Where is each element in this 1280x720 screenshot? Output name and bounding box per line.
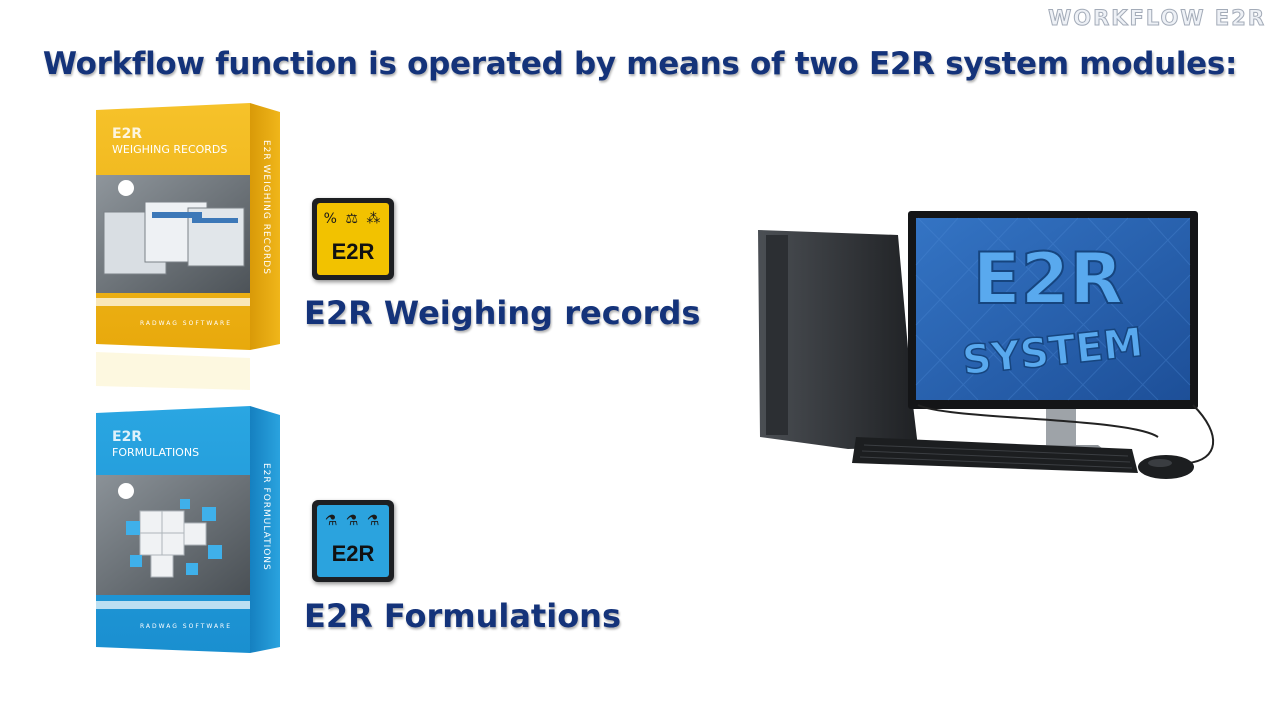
icon-code: E2R bbox=[331, 239, 375, 264]
e2r-system-computer: E2R SYSTEM bbox=[748, 205, 1238, 499]
weighing-module-icon[interactable]: % ⚖ ⁂ E2R bbox=[312, 198, 394, 280]
screen-e2r-text: E2R bbox=[973, 238, 1123, 320]
formulations-product-box: E2R FORMULATIONS RADWAG SOFTWARE E2R FOR… bbox=[90, 403, 290, 693]
box-side-text: E2R FORMULATIONS bbox=[261, 463, 271, 571]
flask-icon: ⚗ ⚗ ⚗ bbox=[324, 513, 382, 529]
box-brand: E2R bbox=[112, 429, 142, 445]
weighing-records-product-box: E2R WEIGHING RECORDS RADWAG SOFTWARE E2R… bbox=[90, 100, 290, 390]
icon-code: E2R bbox=[331, 541, 375, 566]
box-brand: E2R bbox=[112, 126, 142, 142]
box-title: FORMULATIONS bbox=[112, 446, 199, 459]
box-title: WEIGHING RECORDS bbox=[112, 143, 227, 156]
module-label-formulations[interactable]: E2R Formulations bbox=[304, 597, 621, 635]
box-footer: RADWAG SOFTWARE bbox=[140, 623, 232, 630]
box-side-text: E2R WEIGHING RECORDS bbox=[261, 140, 271, 275]
box-footer: RADWAG SOFTWARE bbox=[140, 320, 232, 327]
module-label-weighing-records[interactable]: E2R Weighing records bbox=[304, 294, 701, 332]
formulations-module-icon[interactable]: ⚗ ⚗ ⚗ E2R bbox=[312, 500, 394, 582]
page-title: Workflow function is operated by means o… bbox=[42, 46, 1238, 82]
watermark-logo: WORKFLOW E2R bbox=[1048, 6, 1266, 31]
scale-icon: % ⚖ ⁂ bbox=[323, 211, 383, 227]
